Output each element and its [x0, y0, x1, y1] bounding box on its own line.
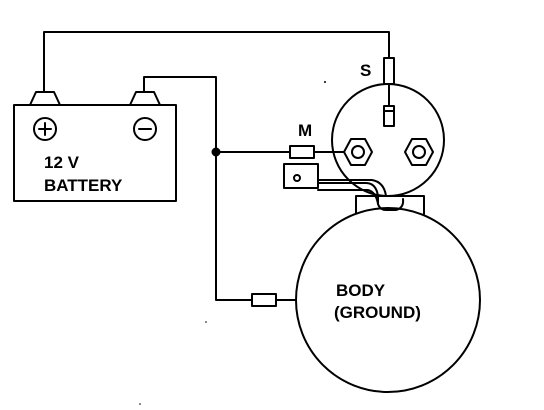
m-terminal-label: M: [298, 121, 312, 140]
battery-name-label: BATTERY: [44, 176, 123, 195]
s-terminal-connector: [383, 57, 395, 85]
m-terminal-connector: M: [289, 121, 345, 159]
battery-case: [13, 104, 177, 202]
minus-icon: [133, 117, 157, 141]
scan-speck: [324, 81, 326, 83]
s-terminal-spade: [383, 105, 395, 127]
strap-bolt: [293, 174, 301, 182]
solenoid: S: [283, 57, 445, 211]
b-terminal-stud: [412, 145, 426, 159]
plus-icon: [33, 117, 57, 141]
battery: 12 V BATTERY: [13, 91, 177, 202]
motor-body-label: BODY: [336, 281, 386, 300]
strap-band: [317, 179, 387, 205]
plus-icon-cross: [38, 122, 52, 136]
motor-ground-label: (GROUND): [334, 303, 421, 322]
wire-positive-to-s-terminal: [43, 31, 390, 93]
m-terminal-nut: [343, 138, 373, 166]
m-connector-sleeve: [289, 145, 315, 159]
battery-positive-post: [29, 91, 61, 106]
ground-connector-sleeve: [251, 293, 277, 307]
solenoid-strap: [283, 172, 405, 211]
scan-speck: [139, 403, 141, 405]
starter-motor: BODY (GROUND): [295, 195, 481, 393]
strap-bracket: [283, 163, 319, 189]
s-terminal-label: S: [360, 61, 371, 80]
ground-connector: [251, 293, 297, 307]
wire-negative-to-ground: [143, 76, 253, 301]
battery-negative-post: [129, 91, 161, 106]
motor-body-circle: [295, 207, 481, 393]
battery-voltage-label: 12 V: [44, 153, 80, 172]
scan-speck: [205, 321, 207, 323]
b-terminal-nut: [404, 138, 434, 166]
m-terminal-stud: [351, 145, 365, 159]
wire-junction-dot: [211, 147, 221, 157]
